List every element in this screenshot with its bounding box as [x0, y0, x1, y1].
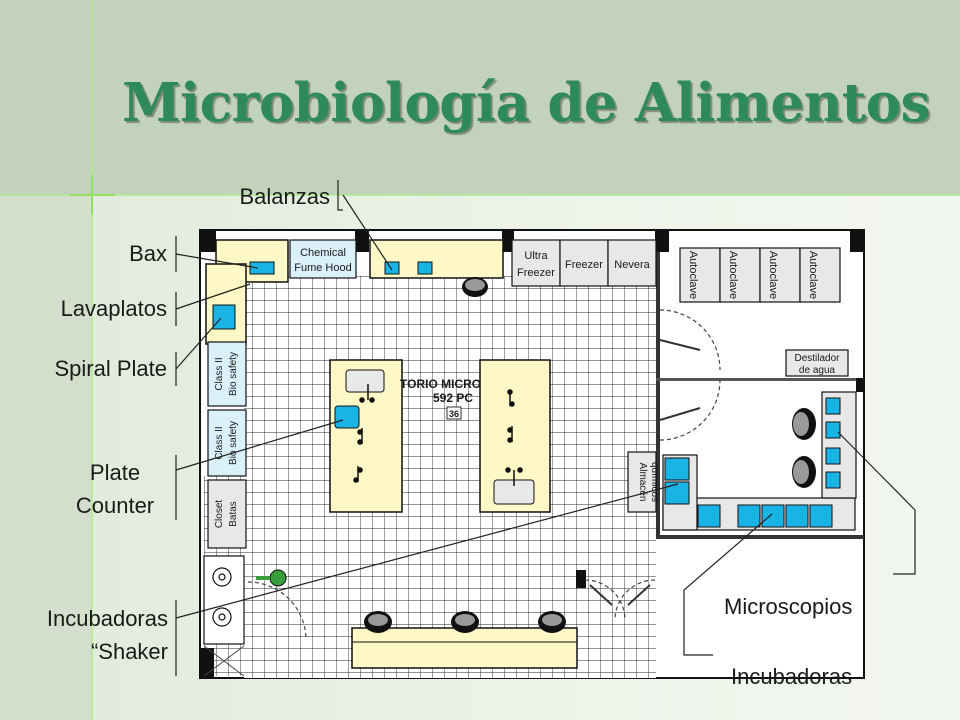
bench-south [351, 627, 578, 669]
callout-plate-counter-line-2: Counter [75, 493, 155, 518]
callout-bax: Bax [129, 241, 167, 266]
cross-hatch [203, 645, 245, 677]
bio-safety-1-label-1: Class II [214, 357, 225, 390]
autoclave-4 [799, 247, 841, 303]
closet-label-1: Closet [214, 500, 225, 529]
plate-counter-device [334, 405, 360, 429]
incubator-2 [737, 504, 761, 528]
microscope-3 [825, 447, 841, 465]
destilador-label-1: Destilador [794, 353, 840, 364]
spiral-plate-device [212, 304, 236, 330]
closet-batas [207, 479, 247, 549]
shaker-incubator-2 [664, 481, 690, 505]
almacen-label-1: Almacén [637, 463, 648, 502]
bio-safety-cabinet-2 [207, 409, 247, 477]
door-swings [247, 309, 721, 641]
sink-cabinet [203, 555, 245, 645]
island-west-device [345, 369, 385, 393]
ultra-freezer-label-2: Freezer [517, 267, 555, 279]
almacen-quimicos [627, 451, 657, 513]
callout-shaker-line-2: “Shaker [90, 639, 168, 664]
bio-safety-2-label-2: Bio safety [228, 421, 239, 465]
destilador-de-agua [785, 349, 849, 377]
callout-spiral-plate: Spiral Plate [54, 356, 167, 381]
almacen-label-2: químicos [649, 462, 660, 502]
callout-shaker-line-1: Incubadoras [46, 606, 168, 631]
callout-microscopios: Microscopios [724, 594, 853, 619]
incubator-1 [697, 504, 721, 528]
chemical-hood-label-1: Chemical [300, 247, 346, 259]
bio-safety-2-label-1: Class II [214, 426, 225, 459]
shaker-incubator-1 [664, 457, 690, 481]
gas-tap-icons [353, 384, 523, 486]
left-band [0, 195, 92, 720]
ultra-freezer [511, 239, 561, 287]
autoclave-1 [679, 247, 721, 303]
balance-2 [417, 261, 433, 275]
callout-lavaplatos: Lavaplatos [60, 296, 167, 321]
nevera-label: Nevera [614, 259, 650, 271]
valve-icon [269, 569, 287, 587]
wall-mid-east [656, 378, 856, 381]
autoclave-label-4: Autoclave [807, 251, 819, 299]
sparkle-icon [70, 175, 115, 215]
incubator-5 [809, 504, 833, 528]
destilador-label-2: de agua [799, 365, 836, 376]
sink-icon [212, 567, 232, 627]
bio-safety-cabinet-1 [207, 341, 247, 407]
wall-east-room [656, 535, 864, 539]
door-leaves [589, 339, 701, 606]
walls [200, 230, 864, 678]
autoclave-2 [719, 247, 761, 303]
bio-safety-1-label-2: Bio safety [228, 352, 239, 396]
closet-label-2: Batas [228, 501, 239, 527]
floor-text-3: 36 [449, 409, 459, 419]
balance-1 [384, 261, 400, 275]
callout-incubadoras-shaker: Incubadoras “Shaker [10, 602, 168, 668]
callout-balanzas: Balanzas [239, 184, 330, 209]
wall-east-partition [656, 252, 660, 537]
chemical-hood-label-2: Fume Hood [294, 262, 351, 274]
floor-text-2: 592 PC [433, 391, 473, 405]
leader-lines [175, 180, 916, 676]
ultra-freezer-label-1: Ultra [524, 250, 548, 262]
chemical-fume-hood [289, 239, 357, 279]
microscope-1 [825, 397, 841, 415]
callout-incubadoras: Incubadoras [731, 664, 853, 689]
microscope-2 [825, 421, 841, 439]
bench-lavaplatos [205, 263, 247, 345]
autoclave-label-3: Autoclave [767, 251, 779, 299]
freezer [559, 239, 609, 287]
autoclave-3 [759, 247, 801, 303]
main-room-tiles [244, 276, 656, 678]
stool-icons-south [364, 611, 566, 633]
bench-bax [215, 239, 289, 283]
page-title: Microbiología de Alimentos [122, 72, 930, 134]
callout-plate-counter-line-1: Plate [89, 460, 141, 485]
autoclave-label-2: Autoclave [727, 251, 739, 299]
nevera [607, 239, 657, 287]
microscope-4 [825, 471, 841, 489]
floor-text-1: TORIO MICRO [400, 377, 481, 391]
freezer-label: Freezer [565, 259, 603, 271]
stool-icons [792, 408, 816, 488]
callout-plate-counter: Plate Counter [60, 456, 170, 522]
autoclave-label-1: Autoclave [687, 251, 699, 299]
incubator-4 [785, 504, 809, 528]
incubator-3 [761, 504, 785, 528]
bax-device [249, 261, 275, 275]
header-background [0, 0, 960, 195]
